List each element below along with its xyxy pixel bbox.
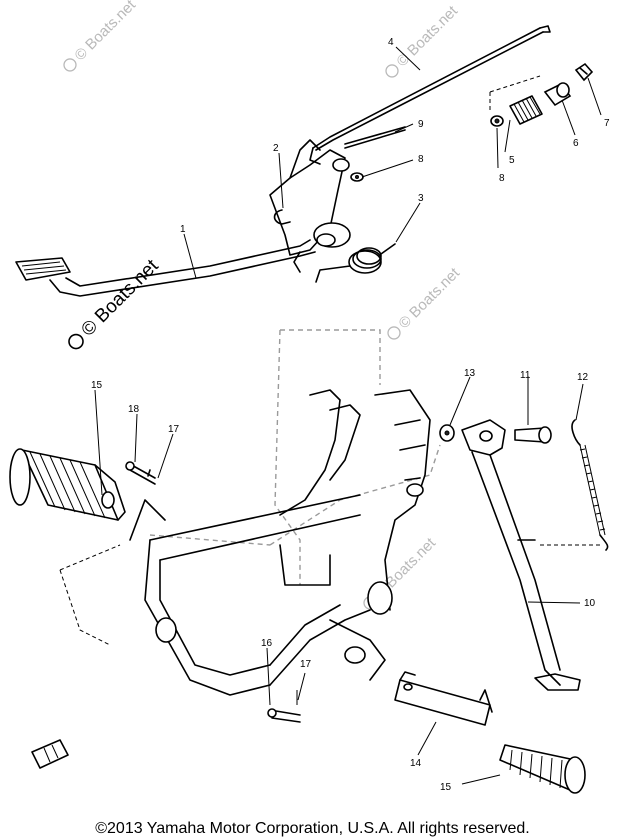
stand-spring <box>540 419 609 551</box>
small-part-lower-left <box>31 739 69 769</box>
watermark-mid-left: © Boats.net <box>68 255 163 350</box>
brake-pedal <box>15 139 351 297</box>
callout-2: 2 <box>273 143 279 154</box>
callout-13: 13 <box>464 368 476 379</box>
copyright-notice: ©2013 Yamaha Motor Corporation, U.S.A. A… <box>95 820 530 837</box>
frame-outline <box>149 329 441 585</box>
leader-lines <box>94 46 602 785</box>
callout-7: 7 <box>604 118 610 129</box>
watermark-top-right: © Boats.net <box>385 2 462 78</box>
callout-16: 16 <box>261 638 273 649</box>
callout-15-right: 15 <box>440 782 452 793</box>
watermark-top-left: © Boats.net <box>63 0 140 72</box>
watermark-mid-right: © Boats.net <box>387 264 464 340</box>
callout-8-upper: 8 <box>418 154 424 165</box>
callout-3: 3 <box>418 193 424 204</box>
callout-5: 5 <box>509 155 515 166</box>
callout-8-right: 8 <box>499 173 505 184</box>
return-spring <box>315 243 396 283</box>
svg-text:© Boats.net: © Boats.net <box>77 255 163 341</box>
right-footrest-bracket <box>394 671 493 726</box>
callout-1: 1 <box>180 224 186 235</box>
svg-text:© Boats.net: © Boats.net <box>395 264 463 332</box>
callout-12: 12 <box>577 372 589 383</box>
parts-diagram: © Boats.net © Boats.net © Boats.net © Bo… <box>9 0 610 794</box>
frame-body <box>59 389 431 696</box>
collar <box>439 424 455 442</box>
callout-17-upper: 17 <box>168 424 180 435</box>
callout-14: 14 <box>410 758 422 769</box>
side-stand <box>461 419 581 691</box>
callout-18: 18 <box>128 404 140 415</box>
circlip <box>273 209 291 225</box>
callout-17-lower: 17 <box>300 659 312 670</box>
brake-rod <box>309 25 551 165</box>
callout-labels: 1 2 3 4 5 6 7 8 8 9 10 11 12 13 14 15 15… <box>91 37 610 793</box>
right-footrest <box>499 744 586 794</box>
adjuster-parts <box>489 62 594 127</box>
pivot-bolt <box>514 426 552 444</box>
callout-11: 11 <box>520 370 531 381</box>
callout-10: 10 <box>584 598 596 609</box>
svg-text:© Boats.net: © Boats.net <box>71 0 139 64</box>
callout-15-left: 15 <box>91 380 103 391</box>
callout-6: 6 <box>573 138 579 149</box>
cotter-pin <box>344 126 406 149</box>
footrest-pins <box>125 461 301 723</box>
callout-4: 4 <box>388 37 394 48</box>
callout-9: 9 <box>418 119 424 130</box>
washer-upper <box>350 172 364 182</box>
svg-text:© Boats.net: © Boats.net <box>393 2 461 70</box>
left-footrest <box>9 448 126 521</box>
